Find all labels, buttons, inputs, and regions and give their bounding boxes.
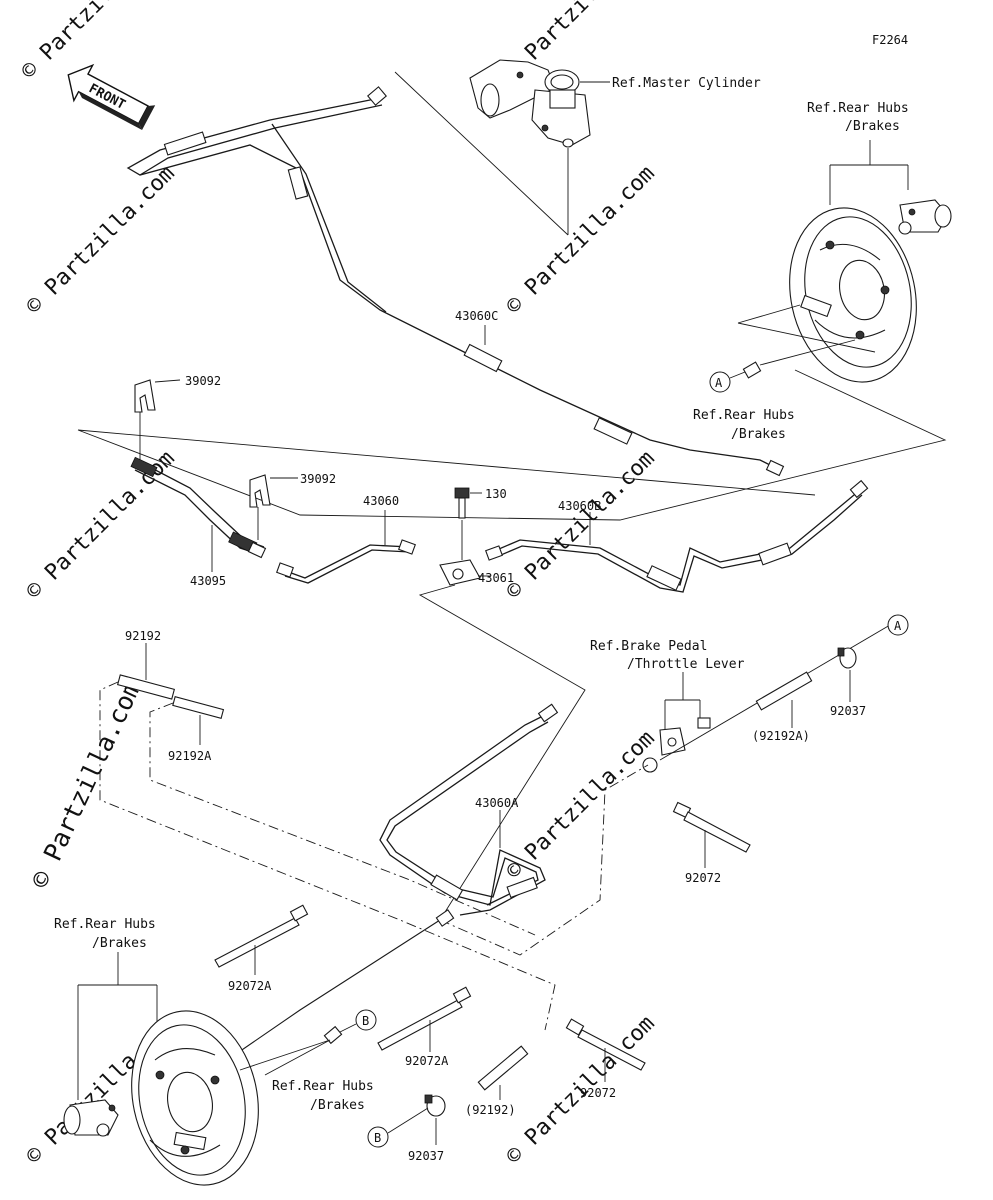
- bolt-130-icon: [454, 487, 470, 519]
- ref-rear-hubs-left: Ref.Rear Hubs: [54, 917, 156, 932]
- clip-39092-b-icon: [249, 474, 271, 508]
- marker-a-right: [887, 614, 909, 636]
- cable-tie-92072-mid-icon: [672, 801, 751, 853]
- master-cylinder-icon: [469, 59, 591, 148]
- part-130: 130: [485, 487, 507, 501]
- ref-rear-hubs-bottom-2: /Brakes: [310, 1098, 365, 1113]
- part-92192a-paren: (92192A): [752, 729, 810, 743]
- ref-rear-hubs-bottom: Ref.Rear Hubs: [272, 1079, 374, 1094]
- rear-wheel-cylinder-bottom-icon: [63, 1099, 119, 1137]
- watermark: © Partzilla.com: [502, 726, 660, 884]
- part-43095: 43095: [190, 574, 226, 588]
- marker-b-bottom-label: B: [374, 1131, 381, 1145]
- ref-rear-hubs-top: Ref.Rear Hubs: [807, 101, 909, 116]
- clip-39092-a-icon: [134, 379, 156, 413]
- part-43060b: 43060B: [558, 499, 601, 513]
- watermark-layer: © Partzilla.com © Partzilla.com © Partzi…: [17, 0, 660, 1169]
- ref-master-cylinder: Ref.Master Cylinder: [612, 76, 761, 91]
- diagram-id: F2264: [872, 33, 908, 47]
- front-arrow-icon: FRONT: [67, 63, 156, 130]
- bleeder-screw-top-icon: [742, 361, 762, 379]
- part-39092-a: 39092: [185, 374, 221, 388]
- part-92072a-left: 92072A: [228, 979, 272, 993]
- cable-tie-92072a-left-icon: [214, 904, 309, 968]
- ref-rear-hubs-top-2: /Brakes: [845, 119, 900, 134]
- part-43060: 43060: [363, 494, 399, 508]
- ref-rear-hubs-left-2: /Brakes: [92, 936, 147, 951]
- clamp-92037-bottom-icon: [424, 1094, 446, 1117]
- rear-wheel-cylinder-top-icon: [898, 199, 952, 235]
- brake-backing-plate-top-icon: [789, 207, 917, 383]
- part-92037-bottom: 92037: [408, 1149, 444, 1163]
- clamp-92037-top-icon: [837, 647, 857, 669]
- cable-tie-92072a-bottom-icon: [377, 986, 472, 1051]
- part-39092-b: 39092: [300, 472, 336, 486]
- marker-b-bottom: [367, 1126, 389, 1148]
- part-92072-bottom: 92072: [580, 1086, 616, 1100]
- ref-rear-hubs-mid-2: /Brakes: [731, 427, 786, 442]
- hose-43095-icon: [130, 456, 267, 559]
- marker-b-top: [355, 1009, 377, 1031]
- joint-43061-icon: [439, 559, 481, 586]
- watermark: © Partzilla.com: [502, 161, 660, 319]
- part-43060a: 43060A: [475, 796, 519, 810]
- ref-brake-pedal-2: /Throttle Lever: [627, 657, 745, 672]
- bleeder-screw-bottom-icon: [323, 1025, 343, 1045]
- part-92072-mid: 92072: [685, 871, 721, 885]
- part-92037-top: 92037: [830, 704, 866, 718]
- part-92192a: 92192A: [168, 749, 212, 763]
- watermark-main: © Partzilla.com: [25, 676, 147, 893]
- marker-a-top: [709, 371, 731, 393]
- watermark: © Partzilla.com: [17, 0, 175, 84]
- cable-tie-92072-bottom-icon: [565, 1018, 646, 1071]
- part-92192-paren: (92192): [465, 1103, 516, 1117]
- part-43061: 43061: [478, 571, 514, 585]
- marker-a-top-label: A: [715, 376, 723, 390]
- part-92072a-bottom: 92072A: [405, 1054, 449, 1068]
- ref-rear-hubs-mid: Ref.Rear Hubs: [693, 408, 795, 423]
- marker-a-right-label: A: [894, 619, 902, 633]
- part-92192: 92192: [125, 629, 161, 643]
- part-43060c: 43060C: [455, 309, 498, 323]
- ref-brake-pedal: Ref.Brake Pedal: [590, 639, 707, 654]
- brake-backing-plate-bottom-icon: [131, 1010, 259, 1186]
- brake-pedal-bracket-icon: [642, 717, 711, 773]
- marker-b-top-label: B: [362, 1014, 369, 1028]
- watermark: © Partzilla.com: [22, 161, 180, 319]
